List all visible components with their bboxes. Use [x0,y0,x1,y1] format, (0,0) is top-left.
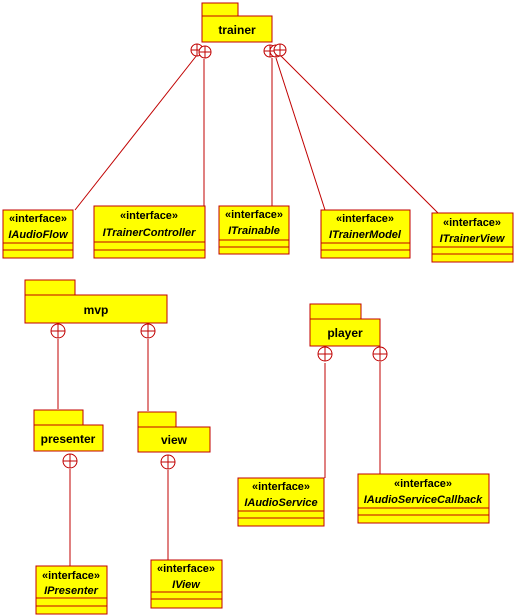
interface-name: ITrainerModel [329,229,402,241]
interface-itrainercontroller[interactable]: «interface» ITrainerController [93,205,206,259]
interface-stereotype: «interface» [443,217,501,229]
package-label: presenter [41,432,96,446]
containment-connectors [57,54,439,566]
interface-iaudioservice[interactable]: «interface» IAudioService [237,477,325,527]
package-trainer[interactable]: trainer [201,2,273,43]
interface-stereotype: «interface» [9,213,67,225]
circle-plus-icon [273,43,287,57]
interface-iaudioservicecallback[interactable]: «interface» IAudioServiceCallback [357,473,490,524]
interface-iaudioflow[interactable]: «interface» IAudioFlow [2,209,74,259]
connector-trainer-itrainerview [279,54,439,214]
circle-plus-icon [198,45,212,59]
interface-iview[interactable]: «interface» IView [150,559,223,609]
interface-stereotype: «interface» [394,478,452,490]
circle-plus-icon [50,323,66,339]
package-label: player [327,326,363,340]
interface-name: IPresenter [44,585,99,597]
interface-name: IView [172,579,201,591]
package-label: trainer [218,23,256,37]
circle-plus-icon [62,453,78,469]
interface-stereotype: «interface» [120,210,178,222]
connector-trainer-iaudioflow [74,54,198,211]
package-view[interactable]: view [137,411,211,453]
interface-name: ITrainable [228,225,280,237]
interface-itrainerview[interactable]: «interface» ITrainerView [431,212,514,263]
interface-itrainermodel[interactable]: «interface» ITrainerModel [320,209,411,259]
interface-stereotype: «interface» [252,481,310,493]
connector-trainer-itrainermodel [275,57,326,211]
interface-name: ITrainerView [440,233,506,245]
circle-plus-icon [372,346,388,362]
interface-name: ITrainerController [103,227,196,239]
package-presenter[interactable]: presenter [33,409,104,452]
package-label: view [161,433,188,447]
interface-name: IAudioServiceCallback [364,494,483,506]
circle-plus-icon [160,454,176,470]
package-mvp[interactable]: mvp [24,279,168,324]
interface-stereotype: «interface» [225,209,283,221]
interface-name: IAudioService [244,497,317,509]
interface-ipresenter[interactable]: «interface» IPresenter [35,565,108,615]
package-label: mvp [84,303,109,317]
interface-stereotype: «interface» [336,213,394,225]
package-player[interactable]: player [309,303,381,347]
interface-itrainable[interactable]: «interface» ITrainable [218,205,290,255]
interface-stereotype: «interface» [42,570,100,582]
interface-name: IAudioFlow [8,229,69,241]
circle-plus-icon [317,346,333,362]
interface-stereotype: «interface» [157,563,215,575]
circle-plus-icon [140,323,156,339]
